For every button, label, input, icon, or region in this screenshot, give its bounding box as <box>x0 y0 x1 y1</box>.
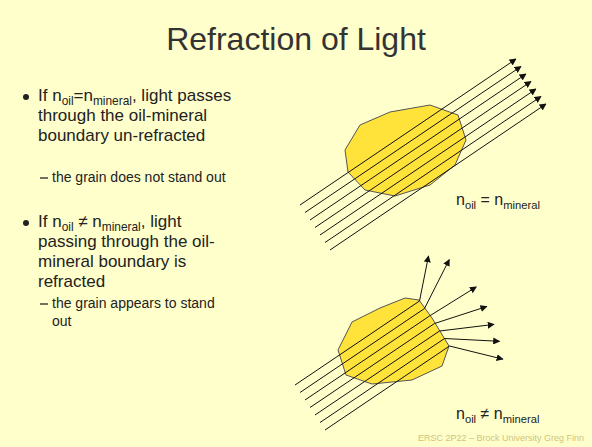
text-run: =n <box>74 86 93 105</box>
text-run: = n <box>476 191 503 208</box>
text-run: the grain does not stand out <box>52 169 226 185</box>
refracted-rays <box>295 256 503 430</box>
footer-credit: ERSC 2P22 – Brock University Greg Finn <box>418 433 584 444</box>
text-run: the grain appears to stand out <box>52 295 215 329</box>
slide-title: Refraction of Light <box>0 20 592 58</box>
mineral-grain <box>338 298 449 384</box>
subscript: oil <box>465 413 476 425</box>
sub-bullet-dash <box>40 177 48 178</box>
condition-label: noil = nmineral <box>456 190 540 210</box>
mineral-grain <box>345 105 466 196</box>
text-run: ≠ n <box>476 405 503 422</box>
light-rays <box>300 59 546 250</box>
text-run: ERSC 2P22 – Brock University Greg Finn <box>418 433 584 443</box>
text-run: If n <box>38 86 62 105</box>
subscript: mineral <box>503 413 540 425</box>
text-run: n <box>456 405 465 422</box>
text-run: If n <box>38 212 62 231</box>
bullet-text: If noil=nmineral, light passes through t… <box>38 86 238 146</box>
subscript: mineral <box>503 199 540 211</box>
text-run: ≠ n <box>74 212 102 231</box>
text-run: n <box>456 191 465 208</box>
condition-label: noil ≠ nmineral <box>456 404 539 424</box>
bullet-text: If noil ≠ nmineral, light passing throug… <box>38 212 238 292</box>
bullet-dot <box>23 220 29 226</box>
sub-bullet-text: the grain appears to stand out <box>52 294 227 330</box>
sub-bullet-text: the grain does not stand out <box>52 168 227 186</box>
sub-bullet-dash <box>40 303 48 304</box>
bullet-dot <box>23 94 29 100</box>
subscript: oil <box>465 199 476 211</box>
